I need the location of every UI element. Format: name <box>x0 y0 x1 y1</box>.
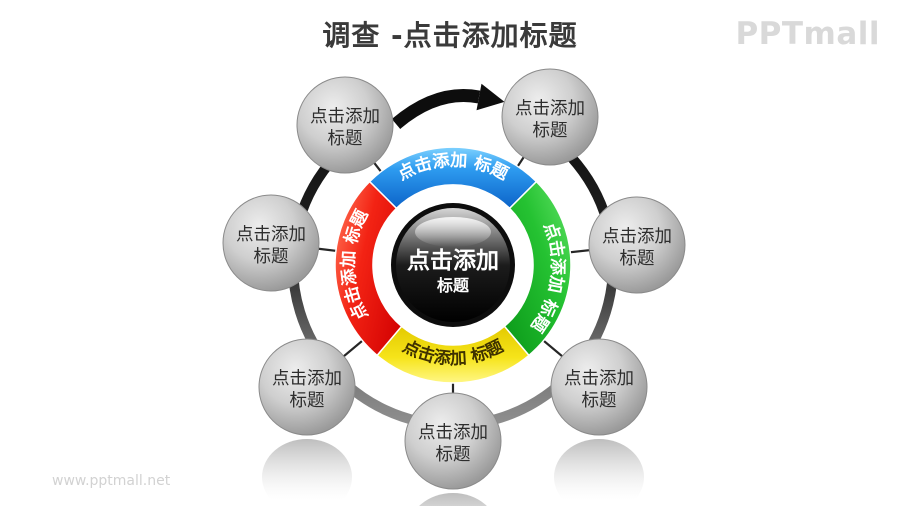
node-label-line2: 标题 <box>582 391 617 411</box>
node-label-line1: 点击添加 <box>515 99 585 119</box>
node-reflection-bottom-left <box>262 439 352 506</box>
node-circle[interactable] <box>222 194 320 292</box>
node-label-line2: 标题 <box>254 247 289 267</box>
center-label-line1[interactable]: 点击添加 <box>407 248 499 274</box>
center-label-line2[interactable]: 标题 <box>436 276 470 295</box>
node-circle[interactable] <box>550 338 648 436</box>
node-circle[interactable] <box>296 76 394 174</box>
node-circle[interactable] <box>404 392 502 490</box>
node-reflection-bottom-right <box>554 439 644 506</box>
node-top-right[interactable]: 点击添加 标题 <box>501 68 599 166</box>
flow-arrow-shaft <box>391 89 481 130</box>
pptmall-logo: PPTmall <box>735 16 880 52</box>
node-top-left[interactable]: 点击添加 标题 <box>296 76 394 174</box>
node-label-line1: 点击添加 <box>564 369 634 389</box>
node-left[interactable]: 点击添加 标题 <box>222 194 320 292</box>
node-bottom[interactable]: 点击添加 标题 <box>404 392 502 490</box>
node-label-line2: 标题 <box>290 391 325 411</box>
node-label-line1: 点击添加 <box>310 107 380 127</box>
node-circle[interactable] <box>258 338 356 436</box>
node-label-line1: 点击添加 <box>602 227 672 247</box>
page-title: 调查 -点击添加标题 <box>322 19 578 52</box>
node-right[interactable]: 点击添加 标题 <box>588 196 686 294</box>
node-label-line1: 点击添加 <box>272 369 342 389</box>
node-bottom-left[interactable]: 点击添加 标题 <box>258 338 356 436</box>
flow-arrow-head <box>476 83 505 111</box>
center-sphere-gloss <box>415 217 491 247</box>
watermark-url: www.pptmall.net <box>52 473 171 489</box>
flow-arrow <box>391 83 505 130</box>
node-label-line1: 点击添加 <box>418 423 488 443</box>
node-bottom-right[interactable]: 点击添加 标题 <box>550 338 648 436</box>
node-label-line2: 标题 <box>436 445 471 465</box>
node-label-line1: 点击添加 <box>236 225 306 245</box>
node-reflection-bottom <box>419 493 487 506</box>
node-circle[interactable] <box>588 196 686 294</box>
node-label-line2: 标题 <box>328 129 363 149</box>
node-circle[interactable] <box>501 68 599 166</box>
node-label-line2: 标题 <box>533 121 568 141</box>
node-label-line2: 标题 <box>620 249 655 269</box>
